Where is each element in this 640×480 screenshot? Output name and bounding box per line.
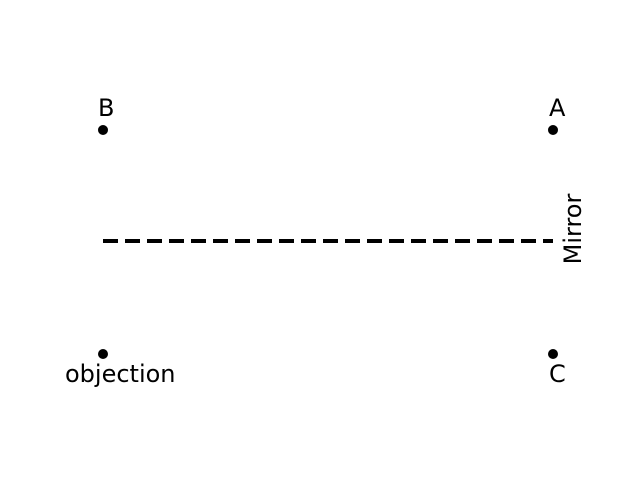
point-a-label: A xyxy=(549,94,566,122)
object-point-label: objection xyxy=(65,360,176,388)
mirror-label: Mirror xyxy=(559,194,587,265)
point-a-dot xyxy=(548,125,558,135)
point-c-dot xyxy=(548,349,558,359)
point-c-label: C xyxy=(549,360,566,388)
point-b-label: B xyxy=(98,94,114,122)
point-b-dot xyxy=(98,125,108,135)
object-point-dot xyxy=(98,349,108,359)
